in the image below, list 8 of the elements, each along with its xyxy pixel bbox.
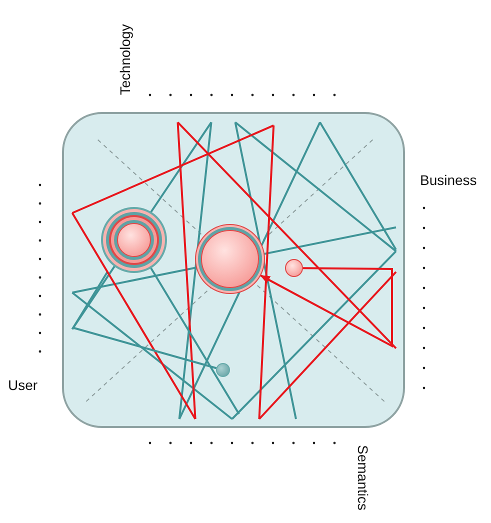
axis-label: Business bbox=[420, 172, 477, 188]
arrow bbox=[260, 267, 393, 348]
axis-label: Semantics bbox=[355, 445, 371, 510]
connector-line bbox=[74, 327, 217, 370]
axis-label: User bbox=[8, 377, 38, 393]
axis-label: Technology bbox=[117, 24, 133, 95]
circle bbox=[285, 259, 303, 277]
dot bbox=[216, 363, 230, 377]
